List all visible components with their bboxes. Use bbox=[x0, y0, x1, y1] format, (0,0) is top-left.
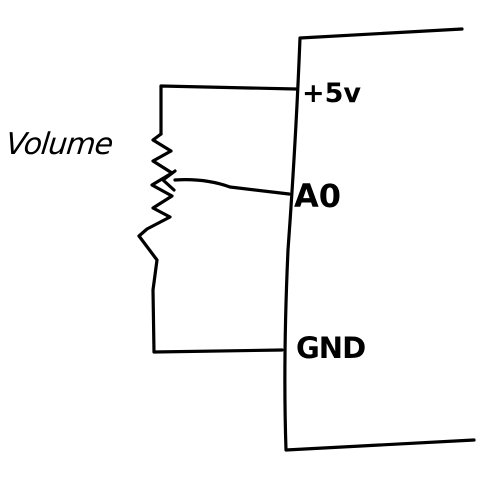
supply-label: +5v bbox=[302, 78, 362, 109]
ground-wire bbox=[137, 234, 284, 354]
potentiometer-resistor bbox=[137, 132, 174, 238]
ground-label: GND bbox=[296, 331, 366, 365]
volume-label: Volume bbox=[4, 127, 115, 162]
supply-wire bbox=[159, 84, 298, 136]
analog-pin-label: A0 bbox=[294, 177, 342, 215]
wiper-arrowhead bbox=[161, 169, 177, 192]
wiper-wire bbox=[173, 178, 291, 196]
board-outline bbox=[283, 27, 476, 452]
